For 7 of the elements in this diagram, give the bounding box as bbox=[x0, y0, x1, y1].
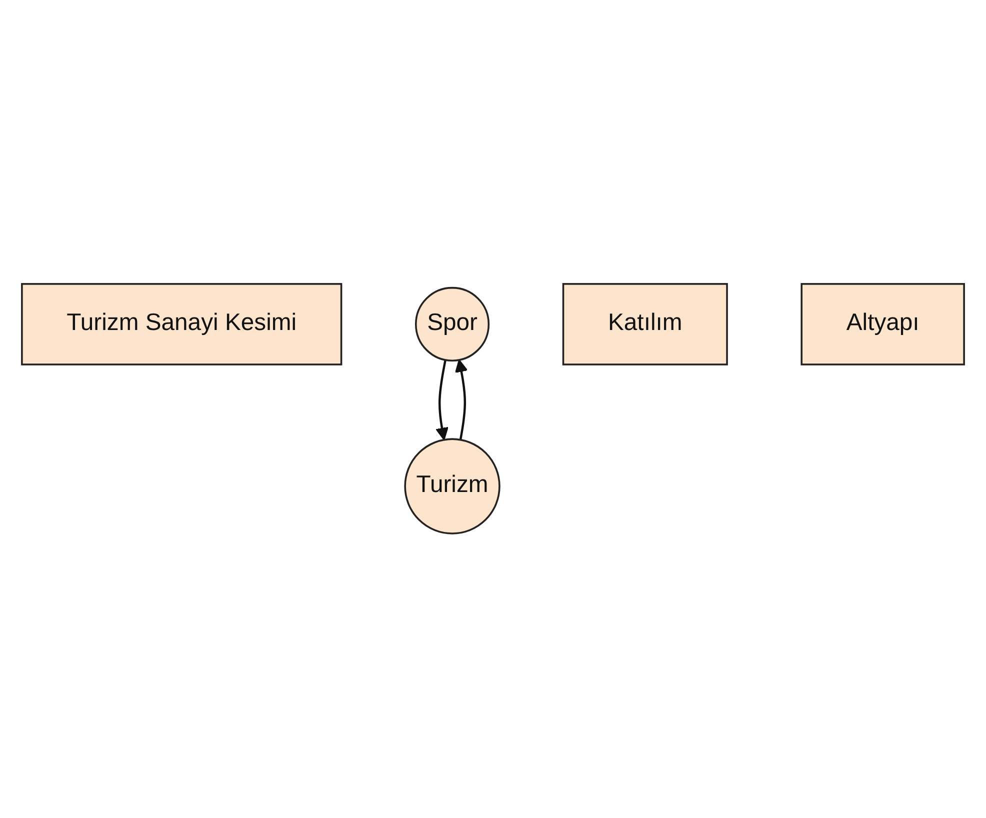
arrow bbox=[436, 360, 448, 441]
node-box: Katılım bbox=[562, 283, 728, 366]
node-circle: Turizm bbox=[404, 438, 500, 535]
node-box: Turizm Sanayi Kesimi bbox=[21, 283, 342, 366]
arrow bbox=[454, 360, 468, 440]
node-box: Altyapı bbox=[800, 283, 965, 366]
node-circle: Spor bbox=[414, 287, 490, 362]
